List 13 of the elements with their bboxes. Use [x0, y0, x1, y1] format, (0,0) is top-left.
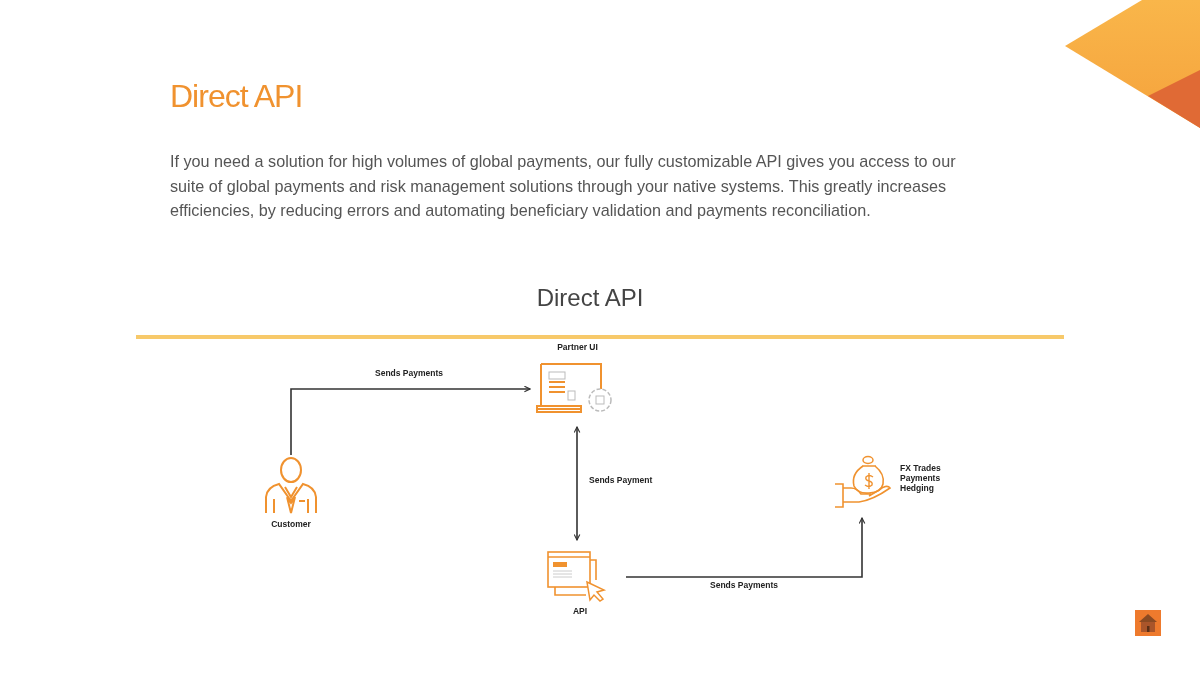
node-label: Customer	[270, 519, 312, 529]
edge-label: Sends Payment	[587, 475, 655, 485]
page-title: Direct API	[170, 78, 303, 115]
node-label: FX Trades Payments Hedging	[900, 463, 942, 493]
intro-paragraph: If you need a solution for high volumes of global payments, our fully customizable API gives you access to our suite of global payments and risk management solutions through your native systems. This greatly increases efficiencies, by reducing errors and automating beneficiary validation and payments reconciliation.	[170, 151, 957, 221]
arrow	[290, 385, 531, 456]
diagram-heading: Direct API	[535, 284, 645, 312]
arrow	[625, 517, 866, 578]
node-label: API	[571, 606, 589, 616]
node-label: Partner UI	[556, 342, 599, 352]
edge-label: Sends Payments	[708, 580, 780, 590]
edge-label: Sends Payments	[373, 368, 445, 378]
arrow	[573, 426, 581, 541]
